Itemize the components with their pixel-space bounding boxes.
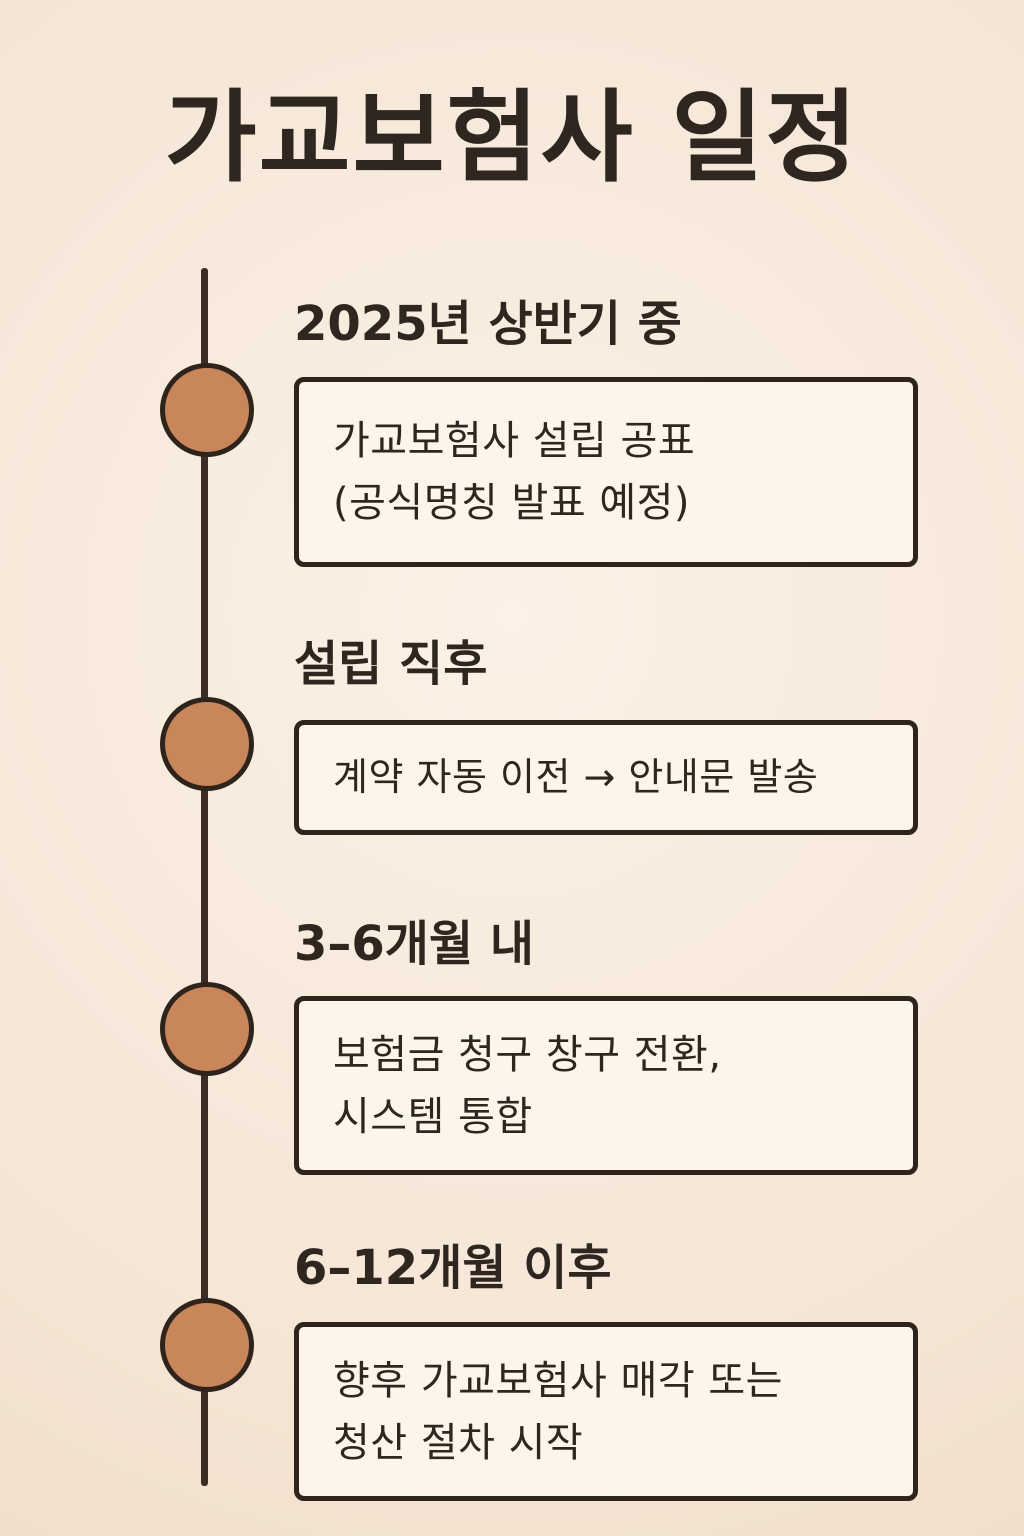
stage-box-4: 향후 가교보험사 매각 또는 청산 절차 시작 [294,1322,918,1501]
stage-label-3: 3–6개월 내 [294,916,534,972]
stage-text-1: 가교보험사 설립 공표 (공식명칭 발표 예정) [333,418,696,526]
stage-box-3: 보험금 청구 창구 전환, 시스템 통합 [294,996,918,1175]
stage-box-1: 가교보험사 설립 공표 (공식명칭 발표 예정) [294,377,918,567]
timeline-dot-4 [160,1298,254,1392]
stage-text-2: 계약 자동 이전 → 안내문 발송 [333,755,819,800]
stage-label-2: 설립 직후 [294,636,488,692]
timeline-dot-1 [160,363,254,457]
timeline-dot-3 [160,982,254,1076]
timeline-dot-2 [160,697,254,791]
page-title: 가교보험사 일정 [164,79,860,196]
stage-text-4: 향후 가교보험사 매각 또는 청산 절차 시작 [333,1357,783,1466]
stage-text-3: 보험금 청구 창구 전환, 시스템 통합 [333,1031,722,1140]
stage-box-2: 계약 자동 이전 → 안내문 발송 [294,720,918,835]
stage-label-1: 2025년 상반기 중 [294,296,682,352]
stage-label-4: 6–12개월 이후 [294,1240,612,1296]
timeline-line [201,268,208,1486]
